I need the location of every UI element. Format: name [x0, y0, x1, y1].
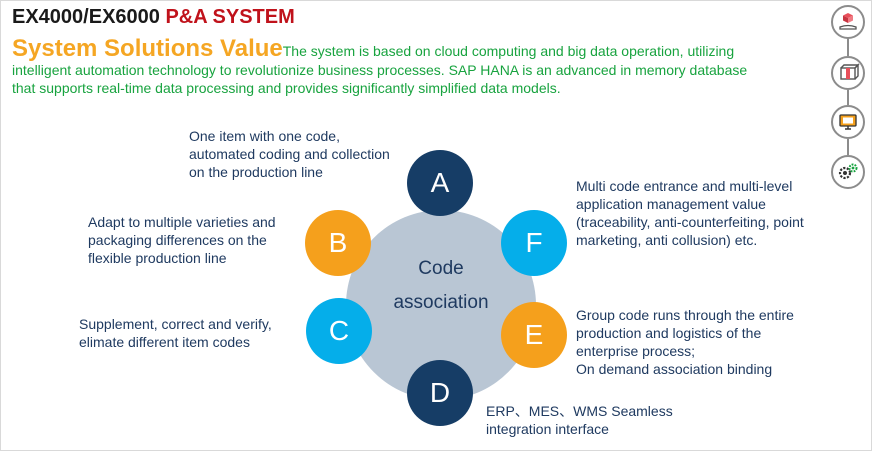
- node-d-description: ERP、MES、WMS Seamless integration interfa…: [486, 402, 673, 438]
- sidebar-connector: [847, 90, 849, 105]
- node-e-line: Group code runs through the entire: [576, 307, 794, 323]
- solutions-paragraph: System Solutions ValueThe system is base…: [12, 37, 762, 97]
- settings-gears-icon: [838, 163, 858, 180]
- node-b-description: Adapt to multiple varieties and packagin…: [88, 213, 276, 267]
- node-f-line: Multi code entrance and multi-level: [576, 178, 793, 194]
- node-f: F: [501, 210, 567, 276]
- node-c-line: Supplement, correct and verify,: [79, 316, 272, 332]
- solutions-body: The system is based on cloud computing a…: [12, 43, 748, 96]
- node-f-line: marketing, anti collusion) etc.: [576, 232, 758, 248]
- package-icon: [840, 63, 860, 80]
- node-d: D: [407, 360, 473, 426]
- title-system: P&A SYSTEM: [165, 6, 295, 28]
- node-a-description: One item with one code, automated coding…: [189, 127, 390, 181]
- node-a-line: automated coding and collection: [189, 146, 390, 162]
- sidebar-connector: [847, 139, 849, 155]
- node-f-description: Multi code entrance and multi-level appl…: [576, 177, 804, 249]
- node-b-line: packaging differences on the: [88, 232, 267, 248]
- sidebar-button-product[interactable]: [831, 5, 865, 39]
- title-model: EX4000/EX6000: [12, 6, 166, 28]
- node-d-line: ERP、MES、WMS Seamless: [486, 403, 673, 419]
- hub-label-line1: Code: [418, 258, 464, 279]
- node-a: A: [407, 150, 473, 216]
- sidebar-button-monitor[interactable]: [831, 105, 865, 139]
- node-e-line: production and logistics of the: [576, 325, 762, 341]
- node-e: E: [501, 302, 567, 368]
- sidebar-button-settings[interactable]: [831, 155, 865, 189]
- node-e-line: On demand association binding: [576, 361, 773, 377]
- sidebar-button-package[interactable]: [831, 56, 865, 90]
- hub-label-line2: association: [393, 292, 489, 313]
- node-e-line: enterprise process;: [576, 343, 696, 359]
- node-c-description: Supplement, correct and verify, elimate …: [79, 315, 272, 351]
- node-d-line: integration interface: [486, 421, 609, 437]
- node-a-line: One item with one code,: [189, 128, 340, 144]
- node-b: B: [305, 210, 371, 276]
- node-b-line: Adapt to multiple varieties and: [88, 214, 276, 230]
- sidebar-connector: [847, 38, 849, 56]
- solutions-heading: System Solutions Value: [12, 35, 283, 62]
- node-a-line: on the production line: [189, 164, 323, 180]
- node-b-line: flexible production line: [88, 250, 227, 266]
- node-f-line: (traceability, anti-counterfeiting, poin…: [576, 214, 804, 230]
- page-title: EX4000/EX6000 P&A SYSTEM: [12, 6, 295, 29]
- node-c-line: elimate different item codes: [79, 334, 250, 350]
- node-f-line: application management value: [576, 196, 766, 212]
- node-c: C: [306, 298, 372, 364]
- monitor-icon: [839, 114, 857, 130]
- node-e-description: Group code runs through the entire produ…: [576, 306, 794, 378]
- product-box-icon: [839, 13, 857, 30]
